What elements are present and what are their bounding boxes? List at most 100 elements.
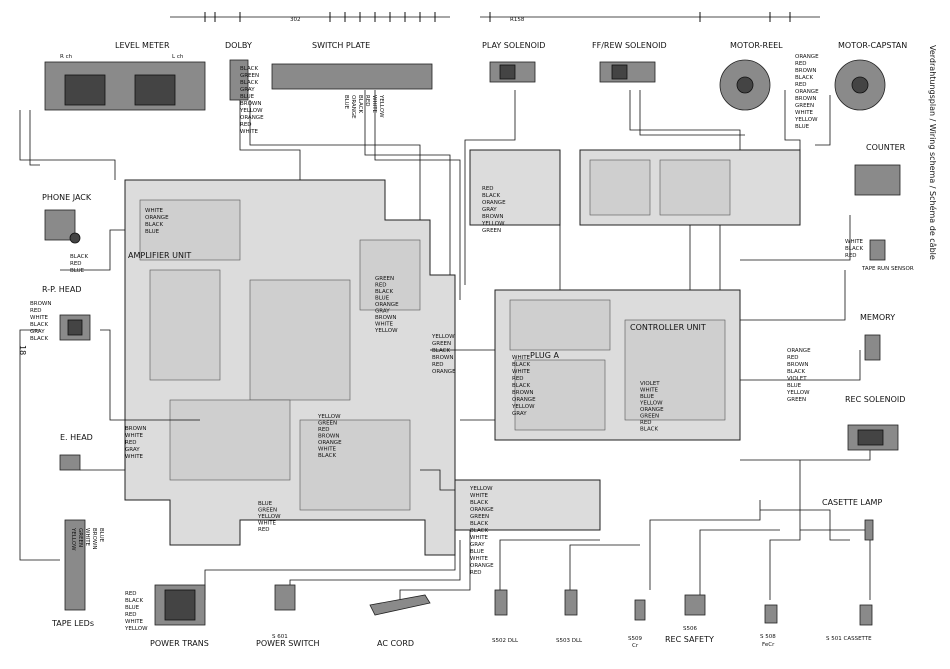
wire-label-amp-bottom: YELLOW [317,414,341,420]
wire-label-phone-jack: BLACK [70,254,88,260]
wire-label-ctrl-top: BROWN [482,214,503,220]
power-switch: S 601 POWER SWITCH [256,584,320,648]
tape-leds-label: TAPE LEDs [51,619,94,628]
wire-label-amp-bottom: RED [318,427,330,433]
wire-label-amp-mid: BROWN [375,315,396,321]
wire-label-amp-right: BROWN [432,355,453,361]
wire-label-amp-mid: YELLOW [374,328,398,334]
dolby-switch: DOLBY [225,41,252,101]
wire-label-cassette: GRAY [470,542,485,548]
wire-label-power-trans: BLACK [125,598,143,604]
wire-label-rp-head: BLACK [30,336,48,342]
wire-label-plug-a: WHITE [512,355,531,361]
wire-label-amp-mid: ORANGE [375,302,399,308]
play-solenoid-label: PLAY SOLENOID [482,41,545,50]
s601-label: S 601 [272,634,288,640]
wire-label-memory: GREEN [787,397,806,403]
s502-label: S502 DLL [492,638,519,644]
wire-label-amp-top: BLACK [145,222,163,228]
wire-label-dolby: BLACK [240,66,258,72]
wire-label-e-head: GRAY [125,447,140,453]
e-head-label: E. HEAD [60,433,93,442]
wire-label-amp-low: YELLOW [257,514,281,520]
wire-label-ctrl-top: ORANGE [482,200,506,206]
wire-label-motor: ORANGE [795,89,819,95]
switch-plate: SWITCH PLATE [271,41,433,90]
wire-label-switch-plate: BLUE [343,95,349,110]
wire-label-motor: BROWN [795,96,816,102]
wire-label-ctrl-mid: VIOLET [640,381,660,387]
wire-label-power-trans: WHITE [125,619,144,625]
power-switch-label: POWER SWITCH [256,639,320,648]
wire-label-amp-low: RED [258,527,270,533]
tape-run-sensor-label: TAPE RUN SENSOR [861,266,914,272]
wire-label-switch-plate: ORANGE [350,95,356,119]
wire-label-tape-leds: BROWN [91,528,97,549]
ff-rew-solenoid-label: FF/REW SOLENOID [592,41,667,50]
wire-label-ctrl-mid: ORANGE [640,407,664,413]
wire-label-amp-low: BLUE [258,501,273,507]
switch-s503: S503 DLL [556,589,583,644]
wire-label-plug-a: GRAY [512,411,527,417]
level-meter: LEVEL METER R ch L ch [44,41,206,111]
wire-label-plug-a: BLACK [512,383,530,389]
wire-label-rp-head: GRAY [30,329,45,335]
harness-wires [19,90,871,600]
wire-label-motor: RED [795,82,807,88]
wire-label-amp-mid: WHITE [375,322,394,328]
wire-label-power-trans: RED [125,591,137,597]
wire-label-switch-plate: RED [364,95,370,107]
rec-solenoid: REC SOLENOID [845,395,905,451]
wire-label-memory: BLUE [787,383,802,389]
wire-label-e-head: BROWN [125,426,146,432]
wire-label-power-trans: RED [125,612,137,618]
wire-label-e-head: WHITE [125,454,144,460]
wire-label-plug-a: RED [512,376,524,382]
switch-s501: S 501 CASSETTE [826,604,873,642]
wire-color-labels: BLACKGREENBLACKGRAYBLUEBROWNYELLOWORANGE… [30,54,864,632]
wire-label-ctrl-mid: BLACK [640,427,658,433]
wire-label-cassette: ORANGE [470,563,494,569]
switch-s508: S 508 FeCr [760,604,778,648]
power-trans-label: POWER TRANS [150,639,209,648]
e-head: E. HEAD [59,433,93,471]
s508-label: S 508 [760,634,776,640]
s506-label: S506 [683,626,697,632]
wire-label-power-trans: YELLOW [124,626,148,632]
wire-label-phone-jack: BLUE [70,268,85,274]
wire-label-amp-right: GREEN [432,341,451,347]
wire-label-plug-a: YELLOW [511,404,535,410]
wire-label-dolby: ORANGE [240,115,264,121]
wire-label-motor: RED [795,61,807,67]
wire-label-cassette: RED [470,570,482,576]
wire-label-amp-low: GREEN [258,508,277,514]
wire-label-amp-mid: BLACK [375,289,393,295]
wire-label-motor: YELLOW [794,117,818,123]
motor-capstan: MOTOR-CAPSTAN [834,41,907,111]
wire-label-amp-mid: GRAY [375,309,390,315]
counter: COUNTER [854,143,906,196]
switch-s509: S509 Cr [628,599,646,649]
wire-label-amp-mid: BLUE [375,296,390,302]
rch-label: R ch [60,54,73,60]
power-transformer: POWER TRANS [150,584,209,648]
wire-label-memory: ORANGE [787,348,811,354]
wire-label-ctrl-mid: YELLOW [639,401,663,407]
wire-label-dolby: BROWN [240,101,261,107]
wire-label-e-head: WHITE [125,433,144,439]
wire-label-amp-top: ORANGE [145,215,169,221]
ff-rew-solenoid: FF/REW SOLENOID [592,41,667,83]
wire-label-cassette: WHITE [470,556,489,562]
wire-label-ctrl-mid: WHITE [640,388,659,394]
wire-label-plug-a: WHITE [512,369,531,375]
motor-capstan-label: MOTOR-CAPSTAN [838,41,907,50]
wire-label-dolby: GRAY [240,87,255,93]
wire-label-plug-a: ORANGE [512,397,536,403]
wire-label-amp-bottom: BROWN [318,434,339,440]
wire-label-cassette: BLUE [470,549,485,555]
wire-label-amp-right: YELLOW [431,334,455,340]
level-meter-label: LEVEL METER [115,41,170,50]
wire-label-tape-leds: WHITE [84,528,90,547]
wire-label-power-trans: BLUE [125,605,140,611]
wire-label-cassette: WHITE [470,493,489,499]
